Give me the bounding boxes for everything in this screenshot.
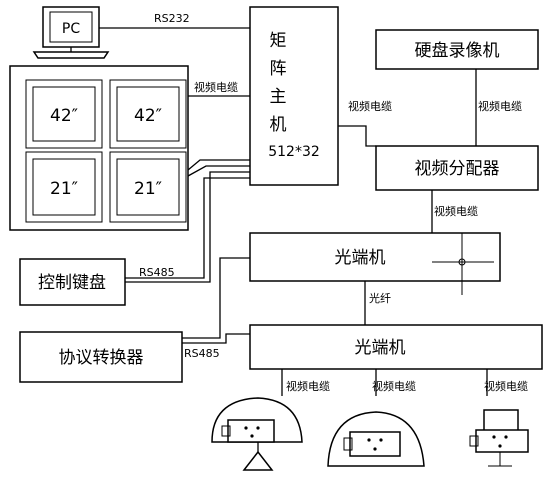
fiber-link-label: 光纤 <box>369 291 391 305</box>
monitor-3-size: 21″ <box>50 179 78 199</box>
optical-transceiver-top: 光端机 <box>249 232 501 295</box>
monitor-4: 21″ <box>109 151 187 223</box>
keyboard-label: 控制键盘 <box>38 273 106 293</box>
matrix-char-1: 矩 <box>270 31 287 51</box>
connection-lines <box>99 27 488 396</box>
matrix-char-2: 阵 <box>270 59 287 79</box>
monitor-1-size: 42″ <box>50 106 78 126</box>
bullet-camera-icon <box>469 409 529 467</box>
monitor-wall: 42″ 42″ 21″ 21″ <box>9 65 189 231</box>
monitor-3: 21″ <box>25 151 103 223</box>
crosshair-icon <box>432 233 494 295</box>
protocol-label: 协议转换器 <box>59 348 144 368</box>
matrix-distributor-link-label: 视频电缆 <box>348 99 392 113</box>
matrix-char-3: 主 <box>270 87 287 107</box>
pc-node: PC <box>32 6 110 59</box>
matrix-spec: 512*32 <box>268 144 320 160</box>
pc-label: PC <box>62 21 80 37</box>
camera-2-link-label: 视频电缆 <box>372 379 416 393</box>
video-distributor: 视频分配器 <box>375 145 539 191</box>
camera-3-link-label: 视频电缆 <box>484 379 528 393</box>
pc-matrix-link-label: RS232 <box>154 12 190 25</box>
protocol-converter: 协议转换器 <box>19 331 183 383</box>
matrix-host: 矩 阵 主 机 512*32 <box>249 6 339 186</box>
optical-transceiver-bottom: 光端机 <box>249 324 543 370</box>
monitor-2: 42″ <box>109 79 187 149</box>
distributor-label: 视频分配器 <box>415 159 500 179</box>
monitors-matrix-link-label: 视频电缆 <box>194 80 238 94</box>
control-keyboard: 控制键盘 <box>19 258 126 306</box>
keyboard-link-label: RS485 <box>139 266 175 279</box>
monitor-4-size: 21″ <box>134 179 162 199</box>
dvr-node: 硬盘录像机 <box>375 29 539 70</box>
dvr-label: 硬盘录像机 <box>415 41 500 61</box>
matrix-char-4: 机 <box>270 115 287 135</box>
distributor-optical-link-label: 视频电缆 <box>434 204 478 218</box>
monitor-1: 42″ <box>25 79 103 149</box>
camera-1-link-label: 视频电缆 <box>286 379 330 393</box>
dome-camera-icon <box>211 397 303 471</box>
half-dome-camera-icon <box>327 411 425 467</box>
dvr-link-label: 视频电缆 <box>478 99 522 113</box>
monitor-2-size: 42″ <box>134 106 162 126</box>
protocol-link-label: RS485 <box>184 347 220 360</box>
optical-top-label: 光端机 <box>335 248 386 268</box>
optical-bottom-label: 光端机 <box>355 338 406 358</box>
